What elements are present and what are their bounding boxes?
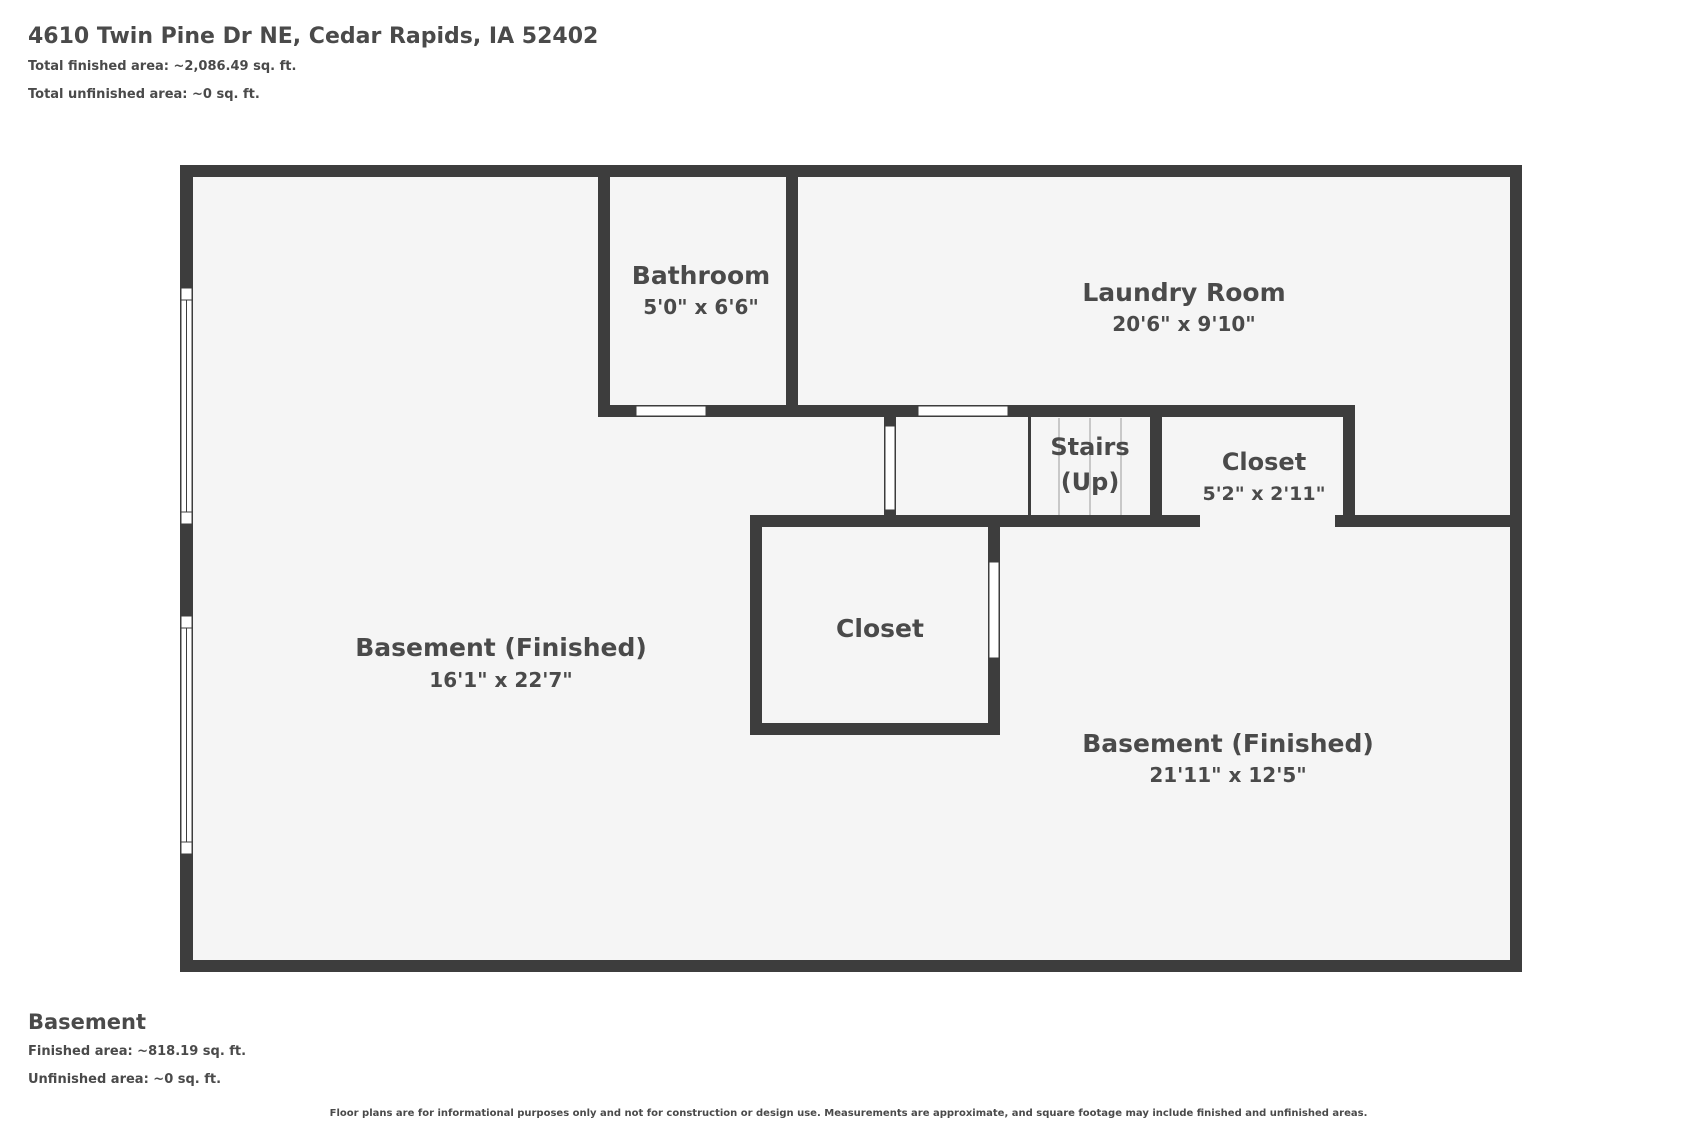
floor-area bbox=[183, 172, 1520, 972]
wall-bottom bbox=[180, 960, 1522, 972]
openings bbox=[180, 287, 1335, 855]
wall-bathroom-right bbox=[786, 165, 798, 417]
wall-laundry-bottom bbox=[1010, 405, 1355, 417]
floor-finished-area: Finished area: ~818.19 sq. ft. bbox=[28, 1044, 247, 1059]
room-closet-small-name: Closet bbox=[1222, 448, 1306, 476]
property-address: 4610 Twin Pine Dr NE, Cedar Rapids, IA 5… bbox=[28, 24, 599, 49]
wall-top bbox=[180, 165, 1522, 177]
room-closet-center-name: Closet bbox=[836, 614, 924, 643]
stair-treads bbox=[1058, 418, 1122, 515]
room-basement-left-dims: 16'1" x 22'7" bbox=[429, 668, 572, 692]
bathroom-door bbox=[635, 405, 707, 417]
room-laundry-name: Laundry Room bbox=[1082, 278, 1285, 307]
room-bathroom-dims: 5'0" x 6'6" bbox=[643, 295, 759, 319]
wall-closet-center-left bbox=[750, 515, 762, 735]
disclaimer-note: Floor plans are for informational purpos… bbox=[329, 1108, 1368, 1119]
wall-stairs-left bbox=[1028, 417, 1031, 524]
laundry-door bbox=[917, 405, 1009, 417]
room-stairs-name: Stairs bbox=[1050, 433, 1129, 461]
wall-stairs-right bbox=[1150, 405, 1162, 525]
wall-right bbox=[1510, 165, 1522, 972]
closet-small-door bbox=[1201, 516, 1335, 526]
wall-closet-center-bottom bbox=[750, 723, 1000, 735]
room-bathroom-name: Bathroom bbox=[632, 261, 770, 290]
vestibule-door bbox=[884, 425, 896, 511]
total-finished-area: Total finished area: ~2,086.49 sq. ft. bbox=[28, 59, 297, 74]
total-unfinished-area: Total unfinished area: ~0 sq. ft. bbox=[28, 87, 260, 102]
floor-name: Basement bbox=[28, 1010, 147, 1034]
room-laundry-dims: 20'6" x 9'10" bbox=[1112, 312, 1255, 336]
closet-center-door bbox=[988, 561, 1000, 659]
wall-mid-horizontal bbox=[750, 515, 1200, 527]
room-closet-small-dims: 5'2" x 2'11" bbox=[1202, 483, 1325, 505]
room-basement-left-name: Basement (Finished) bbox=[355, 633, 647, 662]
room-basement-right-dims: 21'11" x 12'5" bbox=[1149, 763, 1306, 787]
wall-bathroom-left bbox=[598, 165, 610, 417]
room-stairs-direction: (Up) bbox=[1061, 468, 1120, 496]
floor-unfinished-area: Unfinished area: ~0 sq. ft. bbox=[28, 1072, 222, 1087]
wall-mid-right bbox=[1335, 515, 1522, 527]
room-basement-right-name: Basement (Finished) bbox=[1082, 729, 1374, 758]
wall-closet-right bbox=[1343, 405, 1355, 525]
